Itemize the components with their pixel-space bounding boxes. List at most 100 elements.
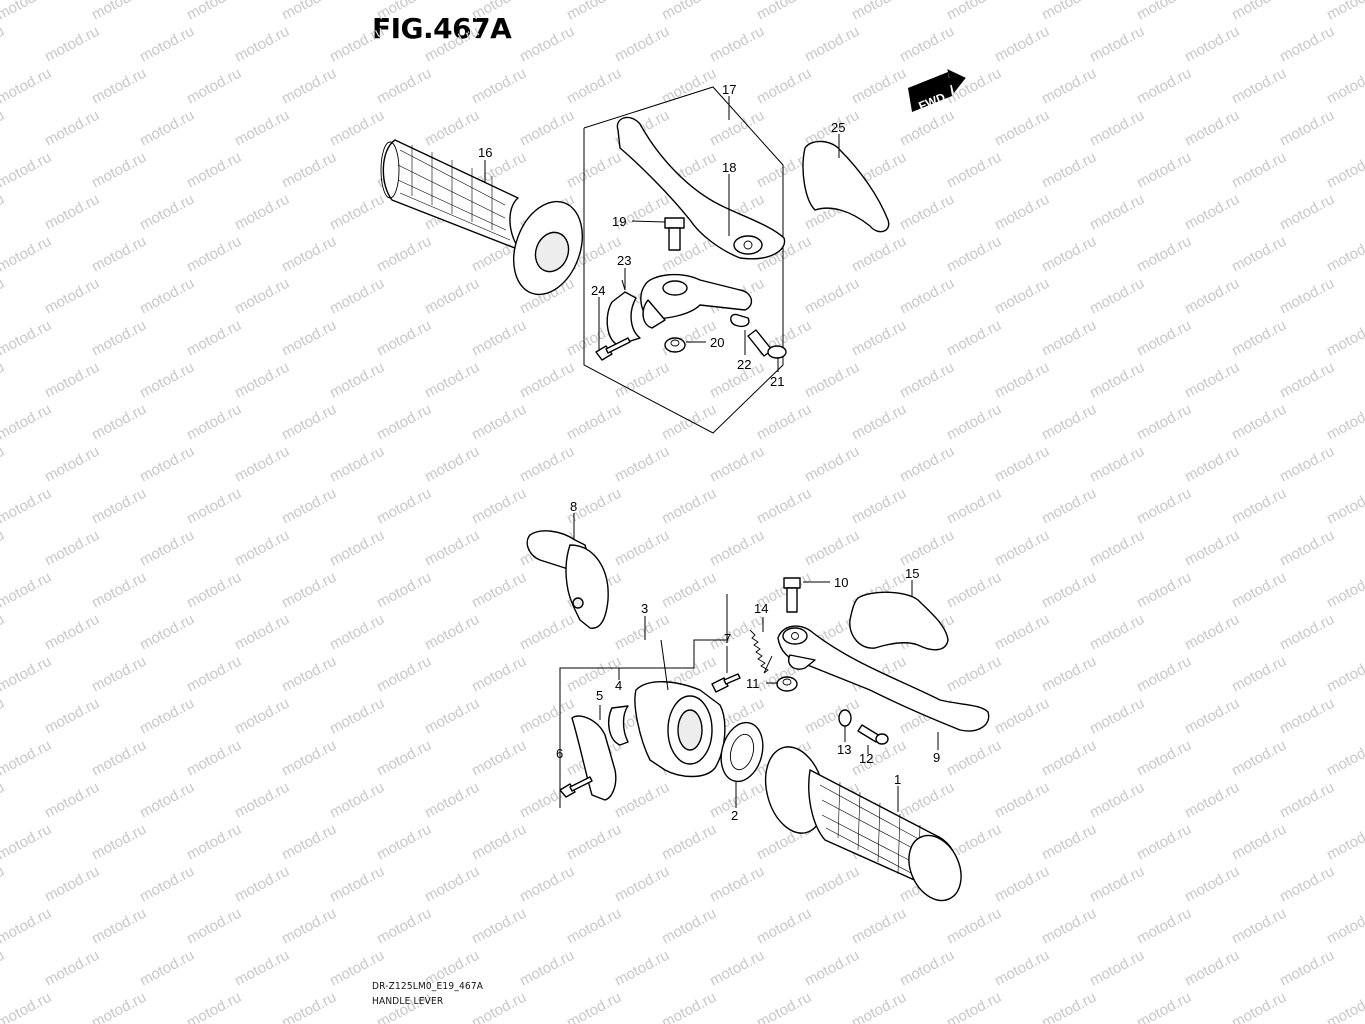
watermark-text: motod.ru xyxy=(802,443,862,486)
watermark-text: motod.ru xyxy=(897,359,957,402)
callout-17: 17 xyxy=(722,82,736,97)
adjuster-collar-part xyxy=(838,709,852,727)
watermark-text: motod.ru xyxy=(374,65,434,108)
watermark-text: motod.ru xyxy=(1277,107,1337,150)
watermark-text: motod.ru xyxy=(279,317,339,360)
watermark-text: motod.ru xyxy=(1039,65,1099,108)
watermark-text: motod.ru xyxy=(754,0,814,24)
watermark-text: motod.ru xyxy=(374,485,434,528)
watermark-text: motod.ru xyxy=(897,23,957,66)
watermark-text: motod.ru xyxy=(89,821,149,864)
watermark-text: motod.ru xyxy=(612,863,672,906)
watermark-text: motod.ru xyxy=(469,65,529,108)
watermark-text: motod.ru xyxy=(992,695,1052,738)
watermark-text: motod.ru xyxy=(1182,527,1242,570)
watermark-text: motod.ru xyxy=(659,485,719,528)
watermark-text: motod.ru xyxy=(707,443,767,486)
watermark-text: motod.ru xyxy=(232,107,292,150)
watermark-text: motod.ru xyxy=(1182,779,1242,822)
watermark-text: motod.ru xyxy=(0,863,7,906)
watermark-text: motod.ru xyxy=(612,779,672,822)
watermark-text: motod.ru xyxy=(42,947,102,990)
right-grip-part xyxy=(764,746,962,902)
watermark-text: motod.ru xyxy=(42,359,102,402)
housing-cover-part xyxy=(571,715,617,801)
watermark-text: motod.ru xyxy=(944,149,1004,192)
callout-21: 21 xyxy=(770,374,784,389)
watermark-text: motod.ru xyxy=(1134,737,1194,780)
watermark-text: motod.ru xyxy=(1134,653,1194,696)
watermark-text: motod.ru xyxy=(374,401,434,444)
watermark-text: motod.ru xyxy=(1182,23,1242,66)
watermark-text: motod.ru xyxy=(374,905,434,948)
watermark-text: motod.ru xyxy=(232,611,292,654)
watermark-text: motod.ru xyxy=(279,485,339,528)
callout-15: 15 xyxy=(905,566,919,581)
watermark-text: motod.ru xyxy=(279,0,339,24)
watermark-text: motod.ru xyxy=(659,401,719,444)
watermark-text: motod.ru xyxy=(0,737,54,780)
watermark-text: motod.ru xyxy=(1229,317,1289,360)
watermark-text: motod.ru xyxy=(517,107,577,150)
watermark-text: motod.ru xyxy=(992,443,1052,486)
watermark-text: motod.ru xyxy=(1039,401,1099,444)
watermark-text: motod.ru xyxy=(849,317,909,360)
watermark-text: motod.ru xyxy=(89,401,149,444)
watermark-text: motod.ru xyxy=(327,779,387,822)
watermark-text: motod.ru xyxy=(279,653,339,696)
callout-9: 9 xyxy=(933,750,940,765)
watermark-text: motod.ru xyxy=(1039,149,1099,192)
watermark-text: motod.ru xyxy=(1039,989,1099,1024)
watermark-text: motod.ru xyxy=(944,989,1004,1024)
watermark-text: motod.ru xyxy=(1087,947,1147,990)
watermark-text: motod.ru xyxy=(1039,737,1099,780)
watermark-text: motod.ru xyxy=(374,653,434,696)
watermark-text: motod.ru xyxy=(1229,233,1289,276)
watermark-text: motod.ru xyxy=(1087,779,1147,822)
watermark-text: motod.ru xyxy=(992,107,1052,150)
watermark-text: motod.ru xyxy=(992,863,1052,906)
callout-19: 19 xyxy=(612,214,626,229)
watermark-text: motod.ru xyxy=(279,905,339,948)
watermark-text: motod.ru xyxy=(232,527,292,570)
watermark-text: motod.ru xyxy=(707,863,767,906)
watermark-text: motod.ru xyxy=(0,485,54,528)
watermark-text: motod.ru xyxy=(1324,485,1365,528)
watermark-text: motod.ru xyxy=(232,191,292,234)
watermark-text: motod.ru xyxy=(1324,737,1365,780)
watermark-text: motod.ru xyxy=(897,947,957,990)
watermark-text: motod.ru xyxy=(374,0,434,24)
watermark-text: motod.ru xyxy=(422,611,482,654)
housing-screw-part xyxy=(711,673,741,693)
watermark-text: motod.ru xyxy=(0,779,7,822)
watermark-text: motod.ru xyxy=(0,989,54,1024)
watermark-text: motod.ru xyxy=(327,611,387,654)
callout-2: 2 xyxy=(731,808,738,823)
watermark-text: motod.ru xyxy=(1324,233,1365,276)
callout-10: 10 xyxy=(834,575,848,590)
watermark-text: motod.ru xyxy=(1134,149,1194,192)
watermark-text: motod.ru xyxy=(89,485,149,528)
watermark-text: motod.ru xyxy=(422,443,482,486)
watermark-text: motod.ru xyxy=(1134,905,1194,948)
watermark-text: motod.ru xyxy=(42,863,102,906)
watermark-text: motod.ru xyxy=(42,695,102,738)
watermark-text: motod.ru xyxy=(279,737,339,780)
watermark-text: motod.ru xyxy=(1039,653,1099,696)
watermark-text: motod.ru xyxy=(1182,611,1242,654)
lower-group-outline xyxy=(559,594,728,808)
watermark-text: motod.ru xyxy=(1039,0,1099,24)
watermark-text: motod.ru xyxy=(1182,107,1242,150)
watermark-text: motod.ru xyxy=(1229,569,1289,612)
watermark-text: motod.ru xyxy=(137,275,197,318)
watermark-text: motod.ru xyxy=(1277,611,1337,654)
watermark-text: motod.ru xyxy=(469,569,529,612)
callout-18: 18 xyxy=(722,160,736,175)
watermark-text: motod.ru xyxy=(89,989,149,1024)
watermark-text: motod.ru xyxy=(137,359,197,402)
watermark-text: motod.ru xyxy=(1182,695,1242,738)
watermark-text: motod.ru xyxy=(1087,611,1147,654)
watermark-text: motod.ru xyxy=(422,107,482,150)
watermark-text: motod.ru xyxy=(1229,821,1289,864)
watermark-text: motod.ru xyxy=(232,443,292,486)
